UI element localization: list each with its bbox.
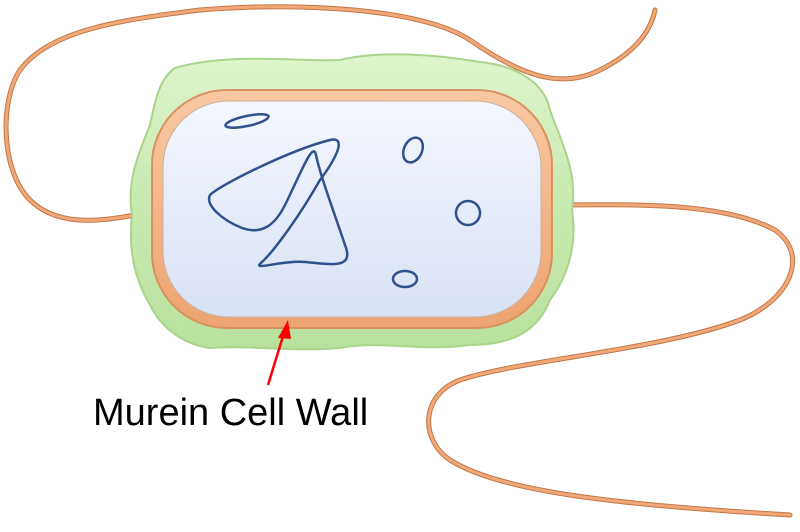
cell-wall-label: Murein Cell Wall (93, 392, 368, 434)
plasmid-right (454, 199, 482, 227)
nucleoid-dna (207, 138, 349, 268)
cytoplasm (162, 100, 542, 318)
plasmid-top (224, 113, 270, 129)
flagella (3, 4, 795, 518)
plasmid-lower (391, 269, 419, 289)
inclusions (224, 113, 482, 289)
plasmid-upper-right (401, 136, 425, 164)
label-arrow (266, 320, 291, 386)
